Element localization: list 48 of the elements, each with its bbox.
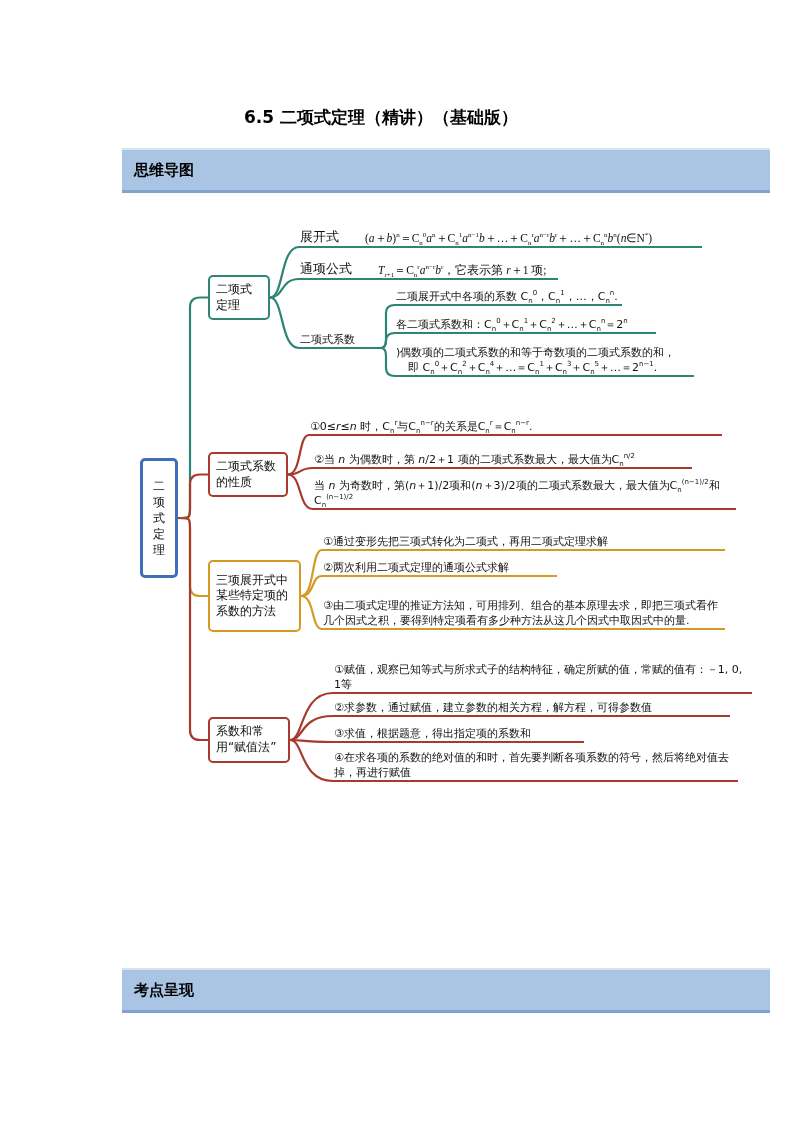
branch-text: ②两次利用二项式定理的通项公式求解 xyxy=(323,560,510,575)
branch-line xyxy=(290,738,333,744)
branch-item xyxy=(332,726,584,743)
topic-box: 系数和常用“赋值法” xyxy=(208,717,290,763)
page-title: 6.5 二项式定理（精讲）（基础版） xyxy=(244,106,519,129)
branch-text: ①0≤r≤n 时，C$_{n}$$^{r}$与C$_{n}$$^{n−r}$的关系是C$_{n}$$^{r}$＝C$_{n}$$^{n−r}$. xyxy=(310,419,534,434)
branch-text: )偶数项的二项式系数的和等于奇数项的二项式系数的和， xyxy=(396,346,677,360)
branch-line xyxy=(300,549,323,598)
branch-line xyxy=(287,473,314,511)
branch-line xyxy=(269,296,300,350)
branch-item xyxy=(308,419,722,436)
branch-item xyxy=(332,700,730,717)
topic-box: 三项展开式中某些特定项的系数的方法 xyxy=(208,560,301,632)
topic-box: 二项式定理 xyxy=(208,275,270,320)
branch-text: 二项式系数 xyxy=(300,332,356,347)
branch-text: 展开式 xyxy=(300,229,339,246)
branch-item xyxy=(312,449,692,469)
branch-line xyxy=(289,714,334,742)
branch-text: 各二项式系数和：C$_{n}$$^{0}$＋C$_{n}$$^{1}$＋C$_{n}$$^{2}$＋…＋C$_{n}$$^{n}$＝2$^{n}$ xyxy=(396,317,629,332)
branch-text: ①通过变形先把三项式转化为二项式，再用二项式定理求解 xyxy=(323,534,609,549)
branch-item xyxy=(321,560,557,577)
branch-text: 即 C$_{n}$$^{0}$＋C$_{n}$$^{2}$＋C$_{n}$$^{4}$＋…＝C$_{n}$$^{1}$＋C$_{n}$$^{3}$＋C$_{n}$$^{5}$＋…＝2$^{n−1}$. xyxy=(407,360,659,375)
branch-line xyxy=(380,331,396,350)
formula-text: T$_{r+1}$＝C$_{n}$$^{r}$a$^{n−r}$b$^{r}$，它表示第 r＋1 项; xyxy=(378,263,547,278)
branch-text: ③由二项式定理的推证方法知，可用排列、组合的基本原理去求，即把三项式看作几个因式之积，要得到特定项看有多少种方法从这几个因式中取因式中的量. xyxy=(323,599,719,628)
branch-line xyxy=(269,277,300,299)
branch-text: 二项展开式中各项的系数 C$_{n}$$^{0}$，C$_{n}$$^{1}$，…，C$_{n}$$^{n}$. xyxy=(396,289,619,304)
topic-box: 二项式系数的性质 xyxy=(208,452,288,497)
branch-text: ①赋值，观察已知等式与所求式子的结构特征，确定所赋的值，常赋的值有：－1, 0, 1等 xyxy=(334,663,744,692)
branch-item xyxy=(298,331,382,349)
banner-heading: 考点呈现 xyxy=(134,981,194,1000)
branch-text: ③求值，根据题意，得出指定项的系数和 xyxy=(334,726,532,741)
branch-text: ④在求各项的系数的绝对值的和时，首先要判断各项系数的符号，然后将绝对值去掉，再进行赋值 xyxy=(334,751,730,780)
branch-line xyxy=(269,245,300,299)
branch-line xyxy=(300,594,323,631)
banner-heading: 思维导图 xyxy=(134,161,194,180)
branch-line xyxy=(287,466,314,476)
root-box: 二项式定理 xyxy=(140,458,178,578)
branch-item xyxy=(298,230,702,248)
formula-text: (a＋b)$^{n}$＝C$_{n}$$^{0}$a$^{n}$＋C$_{n}$$^{1}$a$^{n−1}$b＋…＋C$_{n}$$^{r}$a$^{n−r}$b$^{r}$＋…＋C$_{n}$$^{n}$b$^{n}$(n∈N$^{*}$) xyxy=(365,231,653,246)
branch-item xyxy=(394,317,656,334)
branch-line xyxy=(380,346,396,378)
branch-line xyxy=(178,516,208,742)
branch-item xyxy=(298,262,558,280)
branch-text: ②求参数，通过赋值，建立参数的相关方程，解方程，可得参数值 xyxy=(334,700,653,715)
branch-line xyxy=(289,738,334,783)
branch-text: 通项公式 xyxy=(300,261,352,278)
branch-item xyxy=(321,534,725,551)
